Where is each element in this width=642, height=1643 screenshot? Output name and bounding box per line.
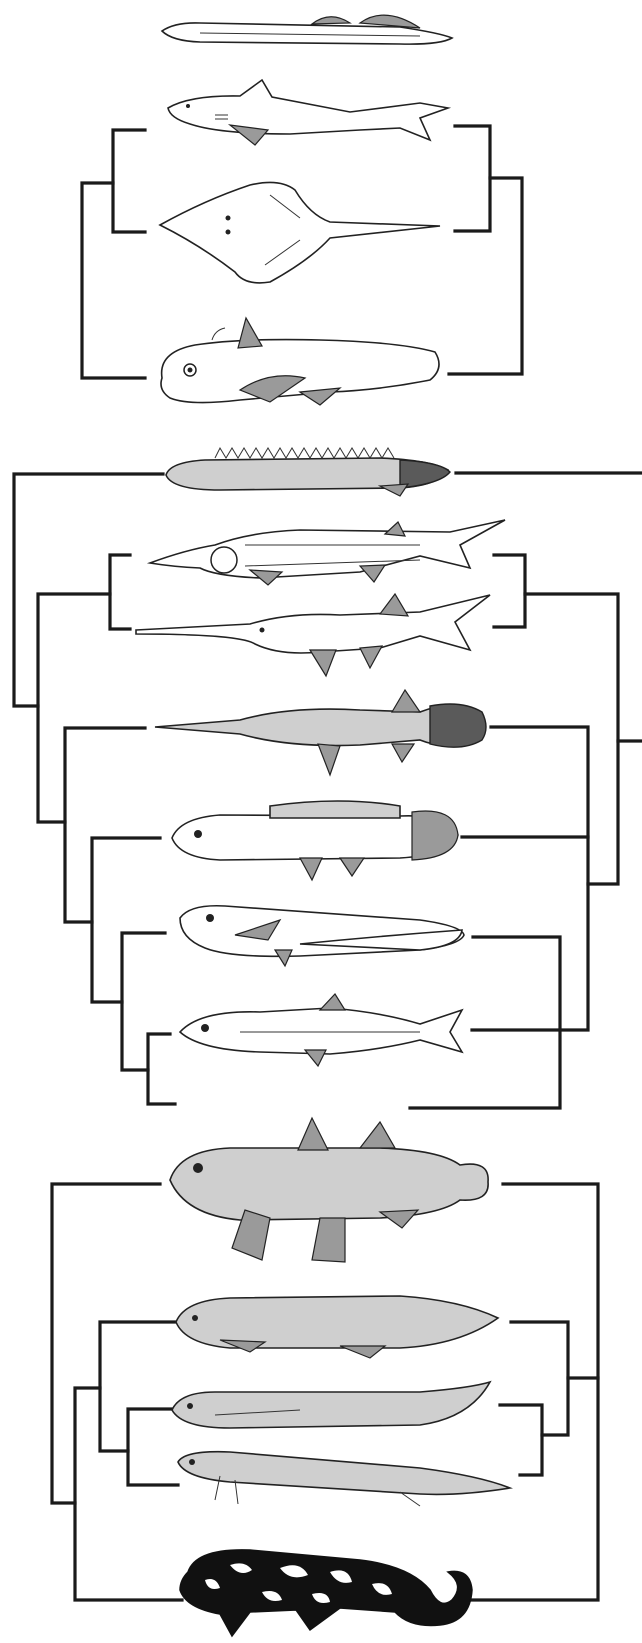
- branch-line: [494, 555, 525, 627]
- branch-line: [65, 728, 145, 922]
- south-american-lungfish-icon: [178, 1452, 510, 1506]
- bowfin-icon: [172, 801, 458, 880]
- branch-line: [122, 933, 165, 1070]
- shark-icon: [168, 80, 448, 145]
- branch-line: [500, 1405, 542, 1475]
- branch-line: [92, 838, 160, 1002]
- branch-line: [511, 1322, 568, 1435]
- australian-lungfish-icon: [176, 1296, 498, 1358]
- eel-teleost-icon: [180, 906, 464, 966]
- branch-line: [14, 474, 163, 706]
- herring-icon: [180, 994, 462, 1066]
- bichir-icon: [166, 448, 450, 496]
- eel-like-jawless-fish-icon: [162, 15, 452, 44]
- branch-line: [113, 130, 145, 232]
- branch-line: [38, 594, 110, 822]
- coelacanth-icon: [170, 1118, 488, 1262]
- sturgeon-icon: [150, 520, 505, 585]
- ray-icon: [160, 182, 440, 282]
- branch-line: [128, 1409, 178, 1485]
- branch-line: [110, 555, 130, 629]
- branch-line: [455, 126, 490, 231]
- branch-line: [100, 1322, 175, 1451]
- branch-line: [449, 178, 522, 374]
- branch-line: [525, 594, 618, 884]
- paddlefish-icon: [136, 594, 490, 676]
- african-lungfish-icon: [172, 1382, 490, 1428]
- branch-line: [491, 727, 588, 884]
- branch-line: [148, 1034, 175, 1104]
- branch-line: [472, 884, 588, 1030]
- gar-icon: [155, 690, 486, 775]
- chimaera-icon: [161, 318, 439, 405]
- branch-line: [52, 1184, 160, 1503]
- salamander-icon: [180, 1550, 472, 1636]
